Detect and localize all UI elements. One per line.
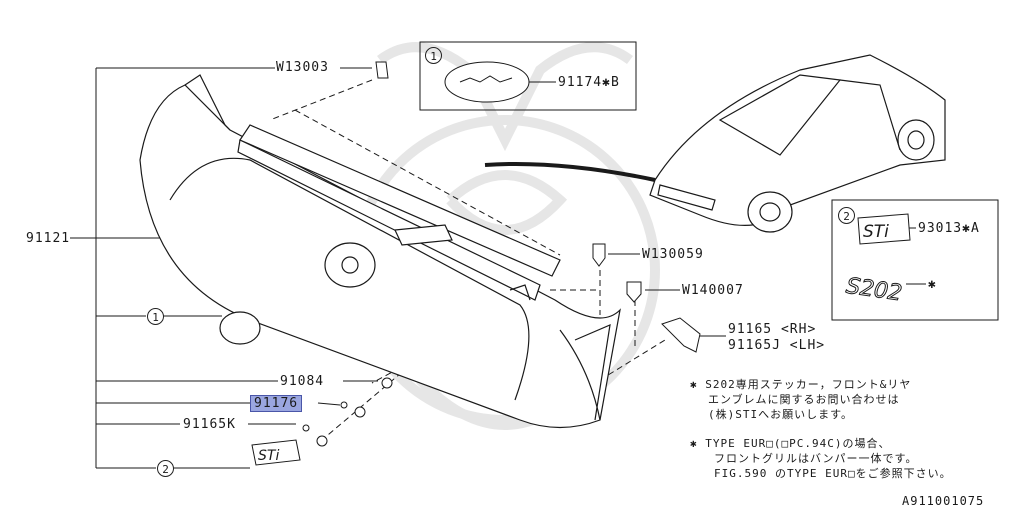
hardware (302, 61, 701, 447)
note2-line1: ✱ TYPE EUR□(□PC.94C)の場合、 (690, 437, 891, 450)
car-sketch (649, 54, 946, 233)
leader-lines (70, 67, 926, 469)
svg-text:STi: STi (258, 448, 279, 464)
front-grille (139, 74, 621, 429)
note2-line2: フロントグリルはバンパー一体です。 (714, 452, 918, 465)
note1-line2: エンブレムに関するお問い合わせは (708, 393, 900, 406)
svg-text:STi: STi (863, 222, 889, 242)
callout-1: 1 (147, 308, 164, 325)
callout-2-box: 2 (838, 207, 855, 224)
label-91174b: 91174✱B (558, 75, 620, 90)
label-91165j-lh: 91165J <LH> (728, 338, 826, 353)
svg-text:S202: S202 (845, 274, 904, 307)
note2-line3: FIG.590 のTYPE EUR□をご参照下さい。 (714, 467, 952, 480)
pointer-arrow (484, 162, 656, 182)
label-91165k: 91165K (183, 417, 236, 432)
note1-line3: (株)STIへお願いします。 (708, 408, 854, 421)
label-91121: 91121 (26, 231, 71, 246)
label-91165-rh: 91165 <RH> (728, 322, 817, 337)
sti-emblem-small: STi (251, 439, 301, 466)
label-w13003: W13003 (276, 60, 329, 75)
note1-line1: ✱ S202専用ステッカー，フロント&リヤ (690, 378, 912, 391)
label-91176-selected[interactable]: 91176 (250, 395, 303, 412)
label-91084: 91084 (280, 374, 325, 389)
emblem-box-1 (419, 41, 637, 111)
label-w130059: W130059 (642, 247, 704, 262)
label-w140007: W140007 (682, 283, 744, 298)
callout-2: 2 (157, 460, 174, 477)
drawing-number: A911001075 (902, 494, 985, 508)
label-93013a: 93013✱A (918, 221, 980, 236)
emblem-box-2: STi S202 (831, 199, 999, 321)
label-s202-mark: ✱ (928, 277, 937, 292)
callout-1-box: 1 (425, 47, 442, 64)
